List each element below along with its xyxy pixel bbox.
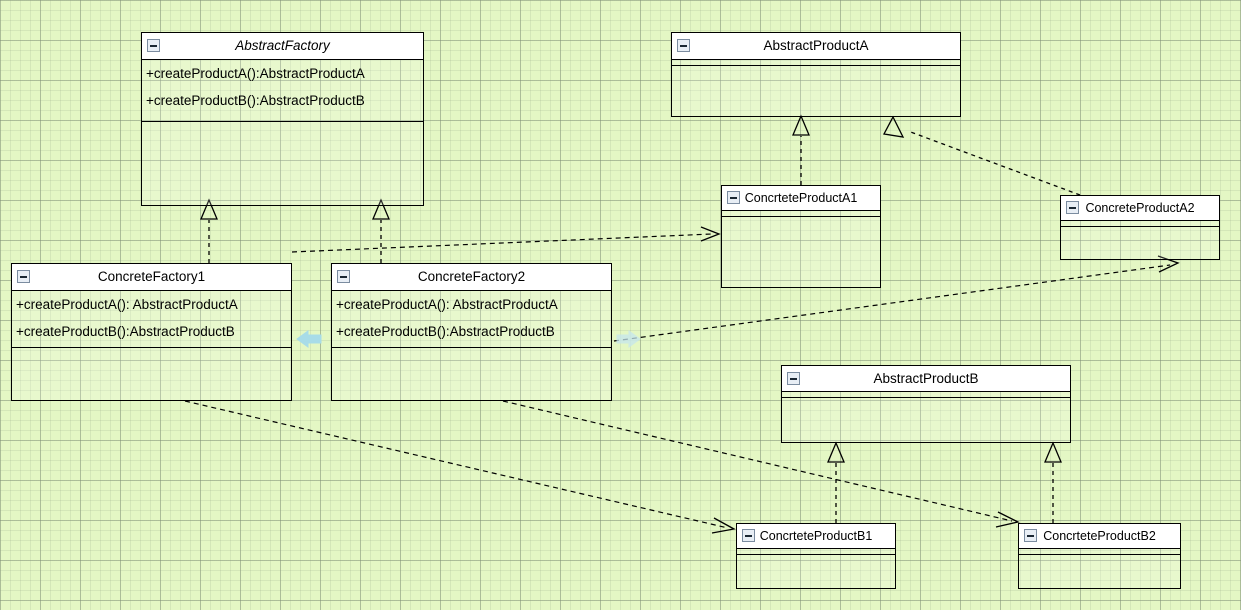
class-title-bar[interactable]: ConcrteteProductB2 (1019, 524, 1180, 549)
class-box-abstract-product-a[interactable]: AbstractProductA (671, 32, 961, 117)
class-attributes-compartment[interactable]: +createProductA():AbstractProductA +crea… (142, 60, 423, 122)
collapse-minus-icon[interactable] (727, 191, 740, 204)
class-operations-compartment[interactable] (1061, 227, 1219, 260)
class-title-bar[interactable]: ConcreteFactory2 (332, 264, 611, 291)
class-attributes-compartment[interactable] (1061, 221, 1219, 227)
class-title-bar[interactable]: AbstractProductB (782, 366, 1070, 392)
class-name: ConcreteFactory1 (97, 269, 206, 284)
class-member: +createProductB():AbstractProductB (16, 324, 235, 339)
rel-cpa1-realizes-apa (792, 114, 810, 185)
class-attributes-compartment[interactable]: +createProductA(): AbstractProductA +cre… (332, 291, 611, 348)
collapse-minus-icon[interactable] (1024, 529, 1037, 542)
class-title-bar[interactable]: AbstractFactory (142, 33, 423, 60)
class-attributes-compartment[interactable] (672, 60, 960, 66)
class-box-abstract-product-b[interactable]: AbstractProductB (781, 365, 1071, 443)
collapse-minus-icon[interactable] (17, 270, 30, 283)
class-box-concrtete-product-b2[interactable]: ConcrteteProductB2 (1018, 523, 1181, 589)
collapse-minus-icon[interactable] (677, 39, 690, 52)
class-name: ConcrteteProductA1 (744, 191, 858, 205)
class-member: +createProductB():AbstractProductB (146, 93, 365, 108)
rel-cf1-creates-cpb1 (184, 400, 736, 534)
class-member: +createProductA():AbstractProductA (146, 66, 365, 81)
class-member: +createProductB():AbstractProductB (336, 324, 555, 339)
rel-cf1-creates-cpa1 (291, 226, 721, 253)
class-title-bar[interactable]: ConcrteteProductB1 (737, 524, 895, 549)
class-box-concrete-product-a2[interactable]: ConcreteProductA2 (1060, 195, 1220, 260)
class-operations-compartment[interactable] (142, 122, 423, 206)
class-box-concrtete-product-b1[interactable]: ConcrteteProductB1 (736, 523, 896, 589)
class-title-bar[interactable]: ConcrteteProductA1 (722, 186, 880, 211)
class-attributes-compartment[interactable] (1019, 549, 1180, 555)
class-name: AbstractFactory (235, 38, 330, 53)
class-box-concrete-factory-2[interactable]: ConcreteFactory2 +createProductA(): Abst… (331, 263, 612, 401)
rel-cf2-realizes-af (372, 198, 390, 263)
rel-cf1-realizes-af (200, 198, 218, 263)
collapse-minus-icon[interactable] (742, 529, 755, 542)
collapse-minus-icon[interactable] (787, 372, 800, 385)
class-operations-compartment[interactable] (12, 348, 291, 401)
class-title-bar[interactable]: AbstractProductA (672, 33, 960, 60)
class-operations-compartment[interactable] (782, 398, 1070, 443)
class-attributes-compartment[interactable] (737, 549, 895, 555)
class-name: ConcrteteProductB1 (759, 529, 873, 543)
class-name: AbstractProductB (873, 371, 979, 386)
rel-cpb2-realizes-apb (1044, 441, 1062, 523)
class-name: ConcreteProductA2 (1085, 201, 1195, 215)
resize-handle-left[interactable] (296, 330, 322, 348)
class-operations-compartment[interactable] (737, 555, 895, 589)
class-name: AbstractProductA (763, 38, 869, 53)
class-title-bar[interactable]: ConcreteProductA2 (1061, 196, 1219, 221)
rel-cf2-creates-cpa2 (613, 255, 1180, 342)
class-member: +createProductA(): AbstractProductA (336, 297, 558, 312)
class-attributes-compartment[interactable] (722, 211, 880, 217)
class-box-concrtete-product-a1[interactable]: ConcrteteProductA1 (721, 185, 881, 288)
class-operations-compartment[interactable] (1019, 555, 1180, 589)
resize-handle-right[interactable] (616, 330, 641, 348)
rel-cpa2-realizes-apa (882, 115, 1081, 196)
collapse-minus-icon[interactable] (1066, 201, 1079, 214)
class-member: +createProductA(): AbstractProductA (16, 297, 238, 312)
class-title-bar[interactable]: ConcreteFactory1 (12, 264, 291, 291)
class-box-concrete-factory-1[interactable]: ConcreteFactory1 +createProductA(): Abst… (11, 263, 292, 401)
class-name: ConcreteFactory2 (417, 269, 526, 284)
class-attributes-compartment[interactable] (782, 392, 1070, 398)
class-operations-compartment[interactable] (722, 217, 880, 288)
class-operations-compartment[interactable] (332, 348, 611, 401)
class-operations-compartment[interactable] (672, 66, 960, 117)
collapse-minus-icon[interactable] (337, 270, 350, 283)
class-name: ConcrteteProductB2 (1043, 529, 1156, 543)
rel-cpb1-realizes-apb (827, 441, 845, 523)
class-attributes-compartment[interactable]: +createProductA(): AbstractProductA +cre… (12, 291, 291, 348)
class-box-abstract-factory[interactable]: AbstractFactory +createProductA():Abstra… (141, 32, 424, 206)
collapse-minus-icon[interactable] (147, 39, 160, 52)
